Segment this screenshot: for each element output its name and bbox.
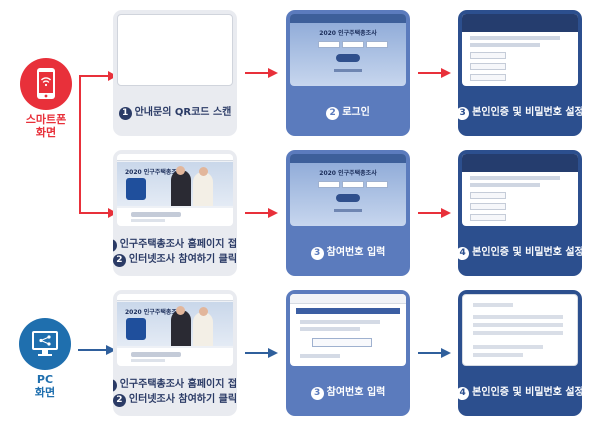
arrow-right-icon [418, 208, 451, 218]
step-text: 인터넷조사 참여하기 클릭 [128, 394, 237, 405]
step-text: 인구주택총조사 홈페이지 접속 [119, 239, 237, 250]
login-census-title: 2020 인구주택총조사 [319, 30, 377, 37]
pc-label-line2: 화면 [34, 386, 56, 399]
smartphone-label-line1: 스마트폰 [25, 113, 67, 126]
step-text: 인구주택총조사 홈페이지 접속 [119, 379, 237, 390]
pc-verify-screenshot [462, 294, 578, 366]
step-number: 1 [118, 106, 132, 120]
step-number: 3 [310, 386, 324, 400]
step-number: 4 [458, 246, 470, 260]
pc-label: PC 화면 [6, 373, 84, 399]
smartphone-label: 스마트폰 화면 [7, 113, 85, 139]
step-number: 1 [113, 379, 117, 392]
participation-screenshot: 2020 인구주택총조사 [290, 154, 406, 226]
step-number: 4 [458, 386, 470, 400]
smartphone-device: 스마트폰 화면 [7, 58, 85, 139]
pc-label-line1: PC [36, 373, 54, 386]
participation-census-title: 2020 인구주택총조사 [319, 170, 377, 177]
step-text: 인터넷조사 참여하기 클릭 [128, 254, 237, 265]
smartphone-label-line2: 화면 [35, 126, 57, 139]
arrow-right-icon [245, 68, 278, 78]
qr-scan-screenshot [117, 14, 233, 86]
pc-connector [78, 345, 116, 355]
smartphone-icon [20, 58, 72, 110]
verify-screenshot [462, 14, 578, 86]
step-number: 3 [458, 106, 470, 120]
step-number: 1 [113, 239, 117, 252]
arrow-right-icon [245, 348, 278, 358]
step-text: 참여번호 입력 [326, 246, 386, 258]
step-text: 본인인증 및 비밀번호 설정 [472, 246, 582, 258]
homepage-screenshot: 2020 인구주택총조사 [117, 154, 233, 226]
step-text: 로그인 [342, 106, 370, 118]
step-text: 안내문의 QR코드 스캔 [134, 106, 232, 118]
login-screenshot: 2020 인구주택총조사 [290, 14, 406, 86]
homepage-screenshot: 2020 인구주택총조사 [117, 294, 233, 366]
homepage-census-title: 2020 인구주택총조사 [125, 169, 183, 176]
step-number: 2 [326, 106, 340, 120]
monitor-icon [19, 318, 71, 370]
step-text: 본인인증 및 비밀번호 설정 [472, 106, 582, 118]
arrow-right-icon [418, 68, 451, 78]
step-text: 본인인증 및 비밀번호 설정 [472, 386, 582, 398]
step-number: 2 [113, 254, 126, 267]
step-text: 참여번호 입력 [326, 386, 386, 398]
homepage-census-title: 2020 인구주택총조사 [125, 309, 183, 316]
pc-device: PC 화면 [6, 318, 84, 399]
arrow-right-icon [245, 208, 278, 218]
pc-participation-screenshot [290, 294, 406, 366]
step-number: 3 [310, 246, 324, 260]
arrow-right-icon [418, 348, 451, 358]
smartphone-connector [79, 71, 117, 218]
verify-screenshot [462, 154, 578, 226]
step-number: 2 [113, 394, 126, 407]
